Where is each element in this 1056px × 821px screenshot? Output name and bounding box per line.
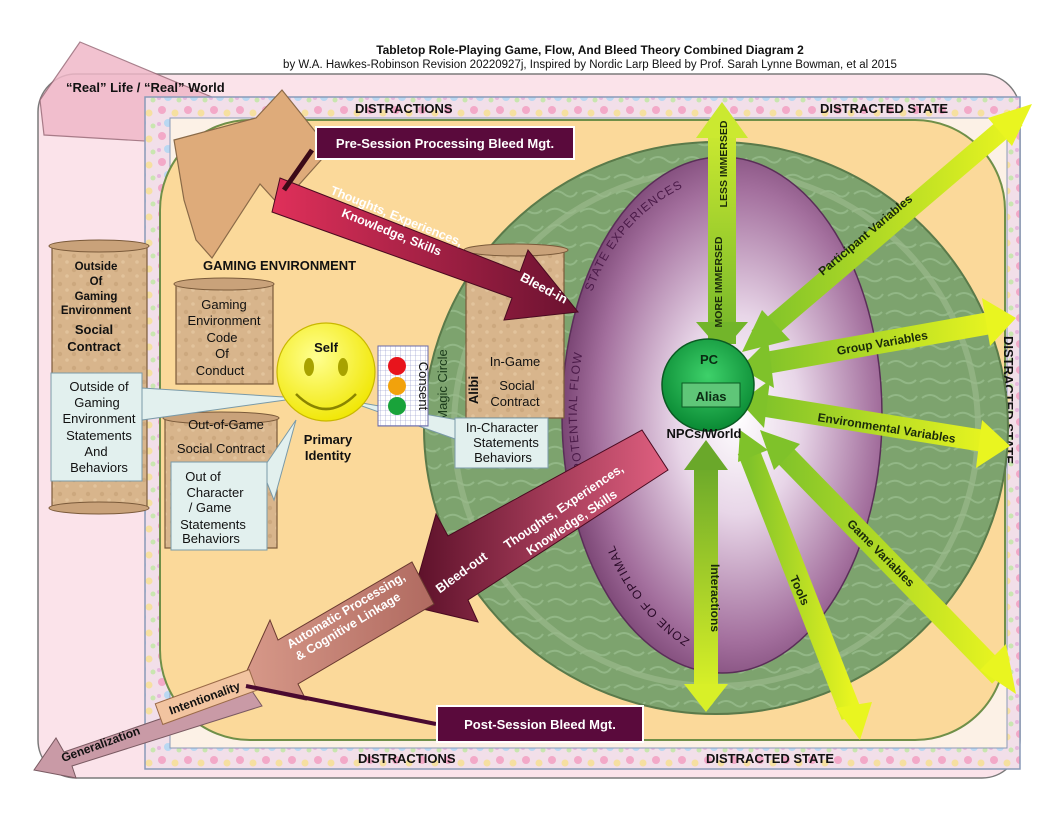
distracted-state-bottom-label: DISTRACTED STATE [706,751,834,766]
consent-label: Consent [416,362,431,411]
svg-text:Out of: Out of [185,469,221,484]
svg-text:Conduct: Conduct [196,363,245,378]
self-smiley-icon [276,322,376,422]
outside-statements-box: Outside of Gaming Environment Statements… [50,372,301,482]
svg-text:Of: Of [215,346,229,361]
interactions-arrow: Interactions [684,440,728,712]
svg-text:In-Game: In-Game [490,354,541,369]
svg-text:Contract: Contract [490,394,540,409]
svg-text:In-Character: In-Character [466,420,539,435]
svg-text:Social: Social [75,322,113,337]
svg-text:Outside of: Outside of [69,379,129,394]
diagram-title: Tabletop Role-Playing Game, Flow, And Bl… [376,43,804,57]
gaming-env-banner-arrow [173,89,331,259]
svg-text:Outside: Outside [75,261,118,273]
magic-circle-label: Magic Circle [435,349,450,421]
svg-text:Post-Session Bleed Mgt.: Post-Session Bleed Mgt. [464,717,616,732]
svg-text:LESS IMMERSED: LESS IMMERSED [718,120,730,207]
distractions-top-label: DISTRACTIONS [355,101,453,116]
svg-text:Behaviors: Behaviors [474,450,532,465]
npcs-world-label: NPCs/World [667,426,742,441]
svg-text:Behaviors: Behaviors [70,460,128,475]
ooc-statements-box: Out of Character / Game Statements Behav… [170,419,297,551]
pre-session-bleed-box: Pre-Session Processing Bleed Mgt. [315,126,575,160]
primary-identity-label: Primary [304,432,353,447]
alias-box [681,382,741,408]
svg-text:Statements: Statements [473,435,539,450]
code-of-conduct-scroll: Gaming Environment Code Of Conduct [173,277,275,385]
svg-text:Gaming: Gaming [201,297,247,312]
svg-text:Gaming: Gaming [75,291,118,303]
svg-text:Interactions: Interactions [708,564,722,632]
svg-text:Social: Social [499,378,535,393]
svg-text:MORE IMMERSED: MORE IMMERSED [713,236,725,327]
primary-identity-label-2: Identity [305,448,352,463]
svg-text:Alibi: Alibi [466,376,481,404]
svg-text:Gaming: Gaming [74,395,120,410]
svg-text:Of: Of [90,276,103,288]
svg-text:Contract: Contract [67,339,121,354]
svg-text:Character: Character [186,485,244,500]
svg-text:Pre-Session Processing Bleed M: Pre-Session Processing Bleed Mgt. [336,136,554,151]
svg-text:Social Contract: Social Contract [177,441,266,456]
svg-text:Environment: Environment [188,313,261,328]
svg-text:Out-of-Game: Out-of-Game [188,417,264,432]
pc-label: PC [700,352,719,367]
distracted-state-top-label: DISTRACTED STATE [820,101,948,116]
bleed-out-arrow: Thoughts, Experiences, Knowledge, Skills… [409,429,669,623]
alias-label: Alias [695,389,726,404]
svg-text:Behaviors: Behaviors [182,531,240,546]
distractions-bottom-label: DISTRACTIONS [358,751,456,766]
consent-traffic-light-icon [377,345,429,427]
post-session-bleed-box: Post-Session Bleed Mgt. [436,705,644,743]
svg-text:Environment: Environment [61,305,131,317]
svg-text:Environment: Environment [63,411,136,426]
post-session-connector [245,684,437,726]
svg-text:/ Game: / Game [189,500,232,515]
immersion-arrow: LESS IMMERSED MORE IMMERSED [696,102,748,352]
self-label: Self [314,340,339,355]
svg-text:Statements: Statements [66,428,132,443]
svg-text:Code: Code [206,330,237,345]
diagram-subtitle: by W.A. Hawkes-Robinson Revision 2022092… [283,59,897,71]
gaming-environment-label: GAMING ENVIRONMENT [203,258,356,273]
svg-text:And: And [84,444,107,459]
real-world-label: “Real” Life / “Real” World [66,80,225,95]
svg-text:Statements: Statements [180,517,246,532]
